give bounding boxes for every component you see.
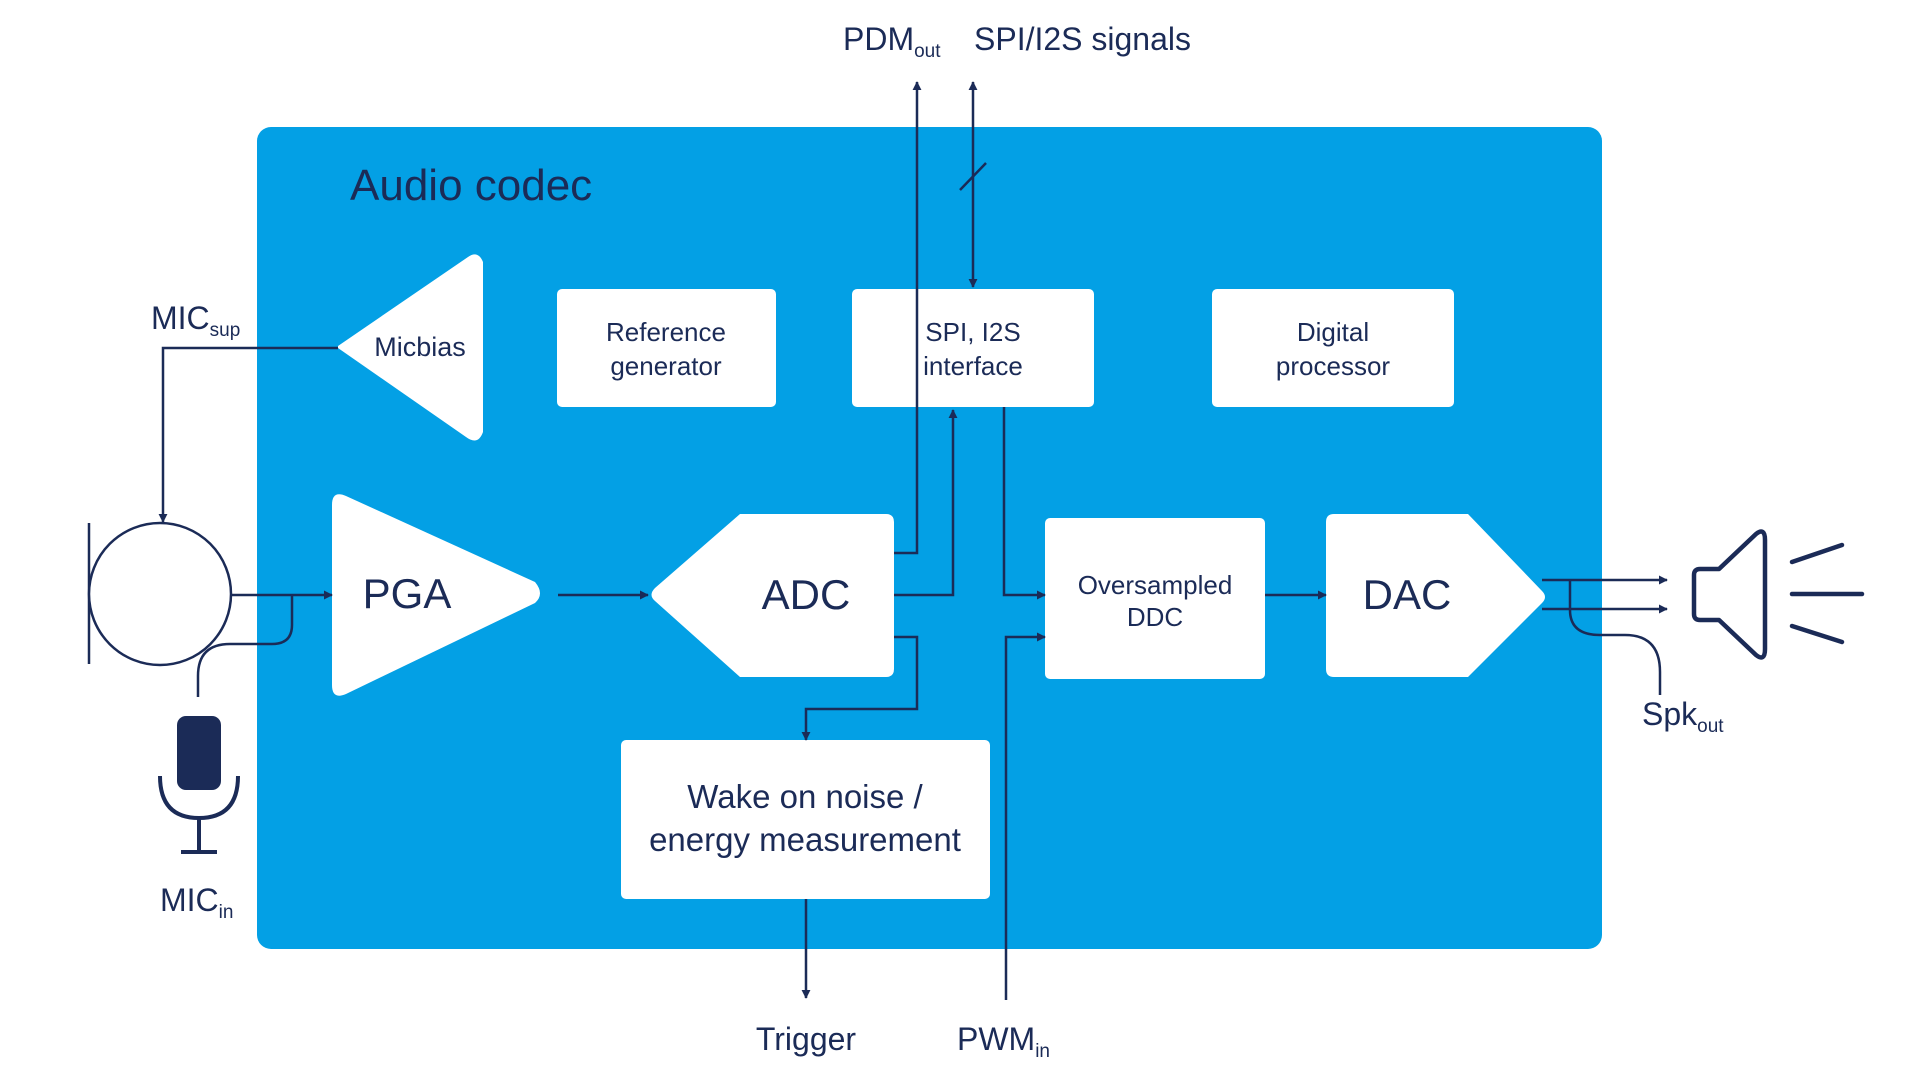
wake-on-noise-label-2: energy measurement — [649, 821, 961, 858]
label-spi-i2s-signals: SPI/I2S signals — [974, 21, 1191, 57]
pga-label: PGA — [363, 570, 452, 617]
adc-block — [651, 514, 894, 677]
label-spk-out: Spkout — [1642, 696, 1724, 737]
wire-spk-out-tap — [1568, 580, 1662, 695]
oversampled-ddc-label-2: DDC — [1127, 602, 1183, 632]
microphone-icon — [158, 716, 240, 854]
wire-micbias-to-mic — [158, 346, 338, 523]
label-trigger: Trigger — [756, 1021, 857, 1057]
wake-on-noise-block — [621, 740, 990, 899]
reference-generator-label-1: Reference — [606, 317, 726, 347]
digital-processor-block — [1212, 289, 1454, 407]
label-pwm-in: PWMin — [957, 1021, 1050, 1062]
spi-i2s-interface-block — [852, 289, 1094, 407]
dac-label: DAC — [1363, 571, 1452, 618]
digital-processor-label-2: processor — [1276, 351, 1390, 381]
wake-on-noise-label-1: Wake on noise / — [687, 778, 923, 815]
microphone-element-icon — [87, 521, 233, 667]
oversampled-ddc-block — [1045, 518, 1265, 679]
digital-processor-label-1: Digital — [1297, 317, 1369, 347]
dac-block — [1326, 514, 1545, 677]
pga-block — [332, 494, 540, 696]
reference-generator-block — [557, 289, 776, 407]
label-mic-sup: MICsup — [151, 300, 240, 341]
wire-adc-to-wake — [801, 635, 919, 741]
bus-slash — [959, 162, 987, 191]
oversampled-ddc-label-1: Oversampled — [1078, 570, 1233, 600]
micbias-block — [338, 254, 483, 441]
label-pdm-out: PDMout — [843, 21, 941, 62]
codec-title: Audio codec — [350, 161, 592, 210]
wire-mic-in-tap — [196, 595, 294, 697]
adc-label: ADC — [762, 571, 851, 618]
spi-i2s-interface-label-2: interface — [923, 351, 1023, 381]
reference-generator-label-2: generator — [610, 351, 722, 381]
micbias-label: Micbias — [374, 332, 466, 362]
wire-spi-to-ddc — [1002, 407, 1046, 600]
spi-i2s-interface-label-1: SPI, I2S — [925, 317, 1020, 347]
wire-pwm-to-ddc — [1004, 632, 1046, 1000]
wire-adc-to-pdm-out — [894, 81, 922, 555]
wire-adc-to-spi — [894, 409, 958, 597]
speaker-icon — [1691, 529, 1865, 660]
label-mic-in: MICin — [160, 882, 233, 923]
